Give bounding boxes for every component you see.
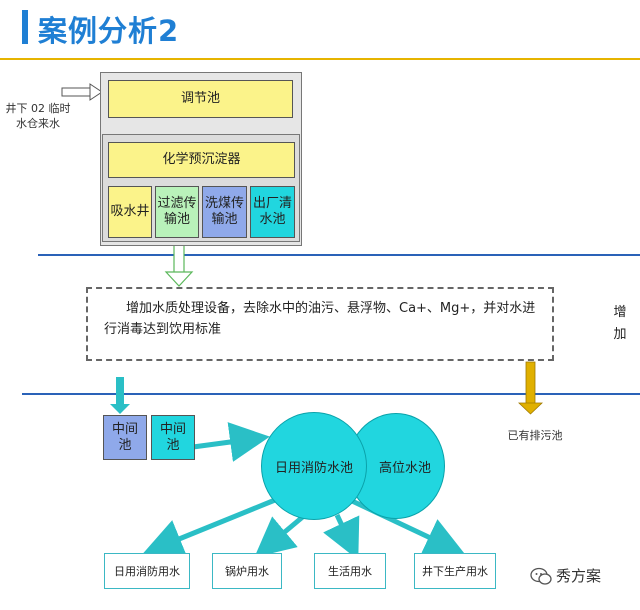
clean-water-tank: 出厂清水池 xyxy=(250,186,295,238)
discharge-label: 已有排污池 xyxy=(507,429,563,442)
treatment-feed-arrow xyxy=(164,241,194,287)
output-arrow-1 xyxy=(142,497,276,558)
discharge-arrow xyxy=(518,361,543,415)
source-label: 井下 02 临时水仓来水 xyxy=(5,102,71,131)
wechat-icon xyxy=(530,566,552,586)
stage-divider-2 xyxy=(22,393,640,395)
title-accent-bar xyxy=(22,10,28,44)
output-boiler-water: 锅炉用水 xyxy=(212,553,282,589)
source-arrow xyxy=(61,83,103,101)
filter-transfer-tank: 过滤传输池 xyxy=(155,186,199,238)
coal-wash-transfer-tank: 洗煤传输池 xyxy=(202,186,247,238)
stage-divider-1 xyxy=(38,254,640,256)
output-arrow-2 xyxy=(254,513,307,558)
page-title: 案例分析2 xyxy=(38,14,180,48)
daily-fire-tank: 日用消防水池 xyxy=(261,412,367,520)
side-note: 增加 xyxy=(613,305,627,343)
output-domestic-water: 生活用水 xyxy=(314,553,386,589)
high-level-tank-label: 高位水池 xyxy=(378,460,431,476)
treatment-description: 增加水质处理设备，去除水中的油污、悬浮物、Ca+、Mg+，并对水进行消毒达到饮用… xyxy=(104,301,536,337)
intermediate-feed-arrow xyxy=(110,377,130,414)
watermark-label: 秀方案 xyxy=(556,567,602,585)
regulating-tank: 调节池 xyxy=(108,80,293,118)
fire-tank-feed-arrow xyxy=(192,422,270,462)
treatment-description-box: 增加水质处理设备，去除水中的油污、悬浮物、Ca+、Mg+，并对水进行消毒达到饮用… xyxy=(86,287,554,361)
output-arrow-3 xyxy=(323,513,360,561)
output-fire-water: 日用消防用水 xyxy=(104,553,190,589)
output-production-water: 井下生产用水 xyxy=(414,553,496,589)
header-divider xyxy=(0,58,640,60)
intermediate-tank-2: 中间池 xyxy=(151,415,195,460)
suction-well: 吸水井 xyxy=(108,186,152,238)
chemical-settler: 化学预沉淀器 xyxy=(108,142,295,178)
intermediate-tank-1: 中间池 xyxy=(103,415,147,460)
